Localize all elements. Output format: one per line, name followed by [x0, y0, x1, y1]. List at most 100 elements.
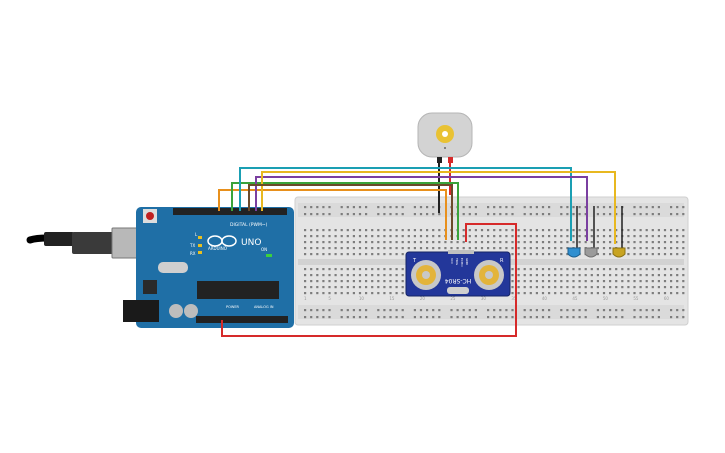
breadboard-hole: [584, 286, 587, 289]
breadboard-hole: [615, 206, 618, 209]
breadboard-hole: [663, 235, 667, 238]
breadboard-hole: [627, 268, 630, 271]
breadboard-hole: [554, 235, 557, 238]
breadboard-hole: [554, 229, 557, 232]
breadboard-hole: [377, 229, 380, 232]
breadboard-hole: [383, 309, 386, 312]
breadboard-hole: [535, 247, 538, 250]
breadboard-hole: [499, 235, 502, 238]
breadboard-hole: [316, 253, 319, 256]
breadboard-hole: [609, 286, 612, 289]
breadboard-hole: [310, 274, 313, 277]
wire-yellow: [261, 171, 616, 244]
breadboard-hole: [462, 206, 465, 209]
breadboard-hole: [413, 241, 416, 244]
breadboard-hole: [322, 286, 325, 289]
breadboard-hole: [615, 213, 618, 216]
breadboard-hole: [578, 280, 581, 283]
breadboard-hole: [639, 268, 642, 271]
breadboard-hole: [389, 213, 392, 216]
breadboard-hole: [560, 247, 563, 250]
breadboard-hole: [487, 213, 490, 216]
breadboard-hole: [566, 229, 569, 232]
breadboard-hole: [493, 316, 496, 319]
breadboard-hole: [566, 247, 569, 250]
breadboard-hole: [548, 213, 551, 216]
breadboard-hole: [383, 274, 386, 277]
breadboard-hole: [334, 253, 337, 256]
breadboard-hole: [541, 206, 545, 209]
breadboard-hole: [499, 229, 502, 232]
breadboard-hole: [413, 206, 416, 209]
breadboard-hole: [517, 247, 520, 250]
breadboard-hole: [468, 229, 471, 232]
breadboard-hole: [432, 241, 435, 244]
breadboard-hole: [401, 229, 404, 232]
breadboard-hole: [316, 241, 319, 244]
crystal: [158, 262, 188, 273]
breadboard-hole: [322, 213, 325, 216]
breadboard-hole: [474, 241, 477, 244]
breadboard-hole: [334, 235, 337, 238]
breadboard-hole: [517, 253, 520, 256]
breadboard-hole: [517, 292, 520, 295]
breadboard-hole: [633, 213, 636, 216]
breadboard-hole: [657, 213, 660, 216]
breadboard-hole: [487, 229, 490, 232]
dc-motor[interactable]: [417, 112, 473, 163]
breadboard-hole: [560, 274, 563, 277]
breadboard-hole: [657, 241, 660, 244]
breadboard-hole: [511, 280, 514, 283]
breadboard-hole: [401, 316, 404, 319]
breadboard-hole: [602, 235, 606, 238]
breadboard-hole: [578, 235, 581, 238]
breadboard-hole: [413, 213, 416, 216]
breadboard-hole: [377, 268, 380, 271]
breadboard-hole: [304, 286, 307, 289]
breadboard-hole: [334, 247, 337, 250]
breadboard-hole: [566, 268, 569, 271]
breadboard-hole: [541, 253, 545, 256]
breadboard-hole: [468, 247, 471, 250]
breadboard-hole: [505, 241, 508, 244]
breadboard-hole: [682, 213, 685, 216]
breadboard-hole: [523, 309, 526, 312]
breadboard-hole: [511, 309, 514, 312]
breadboard-hole: [310, 235, 313, 238]
breadboard-hole: [310, 292, 313, 295]
breadboard-hole: [682, 280, 685, 283]
breadboard-hole: [529, 280, 532, 283]
breadboard-hole: [340, 268, 343, 271]
breadboard-hole: [541, 280, 545, 283]
breadboard-hole: [352, 241, 355, 244]
breadboard-hole: [602, 213, 606, 216]
breadboard-hole: [651, 268, 654, 271]
breadboard-hole: [590, 268, 593, 271]
arduino-uno-board[interactable]: L TX RX ON DIGITAL (PWM~) UNO ARDUINO PO…: [123, 207, 294, 328]
breadboard-column-number: 60: [664, 296, 670, 301]
breadboard-hole: [682, 274, 685, 277]
breadboard-hole: [572, 241, 575, 244]
breadboard-hole: [627, 274, 630, 277]
breadboard-hole: [615, 235, 618, 238]
breadboard-hole: [596, 247, 599, 250]
breadboard-hole: [651, 309, 654, 312]
breadboard-hole: [456, 247, 459, 250]
breadboard-hole: [584, 229, 587, 232]
breadboard-hole: [639, 292, 642, 295]
breadboard-hole: [566, 241, 569, 244]
breadboard-hole: [304, 268, 307, 271]
breadboard-hole: [389, 280, 392, 283]
breadboard-hole: [670, 286, 673, 289]
breadboard-hole: [639, 316, 642, 319]
breadboard-hole: [304, 241, 307, 244]
breadboard-hole: [377, 247, 380, 250]
breadboard-hole: [602, 268, 606, 271]
breadboard-hole: [670, 316, 673, 319]
breadboard-hole: [426, 316, 429, 319]
breadboard-hole: [566, 309, 569, 312]
breadboard-hole: [670, 241, 673, 244]
breadboard-hole: [609, 309, 612, 312]
breadboard-hole: [609, 280, 612, 283]
